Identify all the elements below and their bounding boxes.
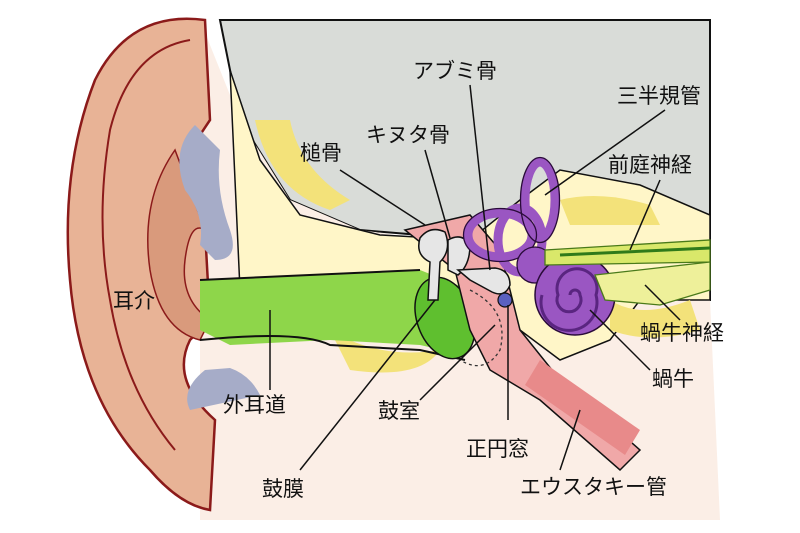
cochlear-nerve-shape	[594, 261, 711, 306]
canal-upper-wall	[199, 269, 421, 281]
pinna-inner-fold	[101, 39, 191, 451]
leader-semicircular	[544, 109, 666, 196]
canal-2-outline	[462, 207, 538, 263]
labyrinth-outline	[462, 156, 561, 263]
bone-marking-lower-right	[610, 300, 700, 338]
tympanic-dotted-outline	[459, 289, 503, 367]
canal-lower-wall	[199, 335, 466, 361]
leader-lines	[269, 84, 681, 471]
label-eustachian-tube: エウスタキー管	[520, 475, 667, 499]
canal-1-outline	[519, 156, 561, 244]
pinna-concha	[147, 148, 211, 341]
label-tympanic-cavity: 鼓室	[378, 399, 420, 423]
malleus-shape	[418, 228, 449, 301]
bone-marking-upper	[255, 120, 350, 210]
label-ear-canal: 外耳道	[223, 393, 286, 417]
label-cochlea: 蝸牛	[652, 367, 694, 391]
label-incus: キヌタ骨	[366, 123, 450, 147]
leader-malleus	[339, 169, 426, 226]
bone-marking-lower	[330, 330, 440, 373]
leader-tympanic	[419, 324, 496, 401]
leader-cochlear-nerve	[644, 284, 681, 321]
leader-eardrum	[299, 299, 436, 471]
ear-canal	[200, 270, 470, 355]
label-semicircular-canals: 三半規管	[617, 84, 701, 108]
label-vestibular-nerve: 前庭神経	[608, 153, 692, 177]
leader-incus	[424, 149, 451, 239]
label-cochlear-nerve: 蝸牛神経	[640, 321, 724, 345]
leader-vestibular	[629, 179, 661, 251]
stapes-shape	[456, 267, 511, 295]
leader-cochlea	[589, 309, 651, 371]
leader-stapes	[469, 84, 491, 271]
label-round-window: 正円窓	[466, 437, 529, 461]
bone-marking-right	[560, 196, 660, 225]
eustachian-tube	[525, 360, 640, 455]
label-stapes: アブミ骨	[413, 59, 497, 83]
pinna-shape	[66, 17, 217, 512]
round-window-shape	[497, 292, 513, 308]
label-malleus: 槌骨	[300, 141, 342, 165]
label-pinna: 耳介	[113, 289, 155, 313]
label-eardrum: 鼓膜	[262, 477, 304, 501]
cartilage-upper	[179, 125, 233, 260]
nerve-fibre	[559, 246, 711, 257]
cartilage-lower	[187, 368, 260, 410]
cochlea-spiral	[539, 267, 599, 332]
leader-eustachian	[559, 409, 581, 471]
